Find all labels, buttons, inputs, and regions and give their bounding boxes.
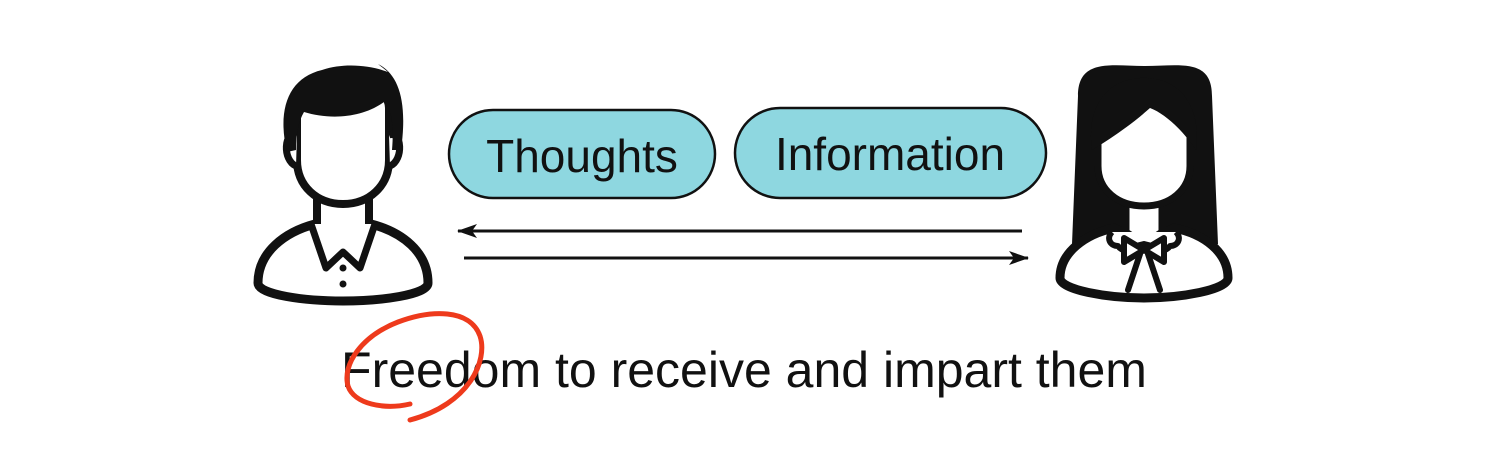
female-person-icon xyxy=(1055,65,1233,303)
highlight-circle xyxy=(344,311,485,423)
information-bubble: Information xyxy=(733,106,1048,200)
male-person-icon xyxy=(253,64,433,306)
information-label: Information xyxy=(775,128,1005,180)
thoughts-label: Thoughts xyxy=(486,130,678,182)
thoughts-bubble: Thoughts xyxy=(447,108,717,200)
